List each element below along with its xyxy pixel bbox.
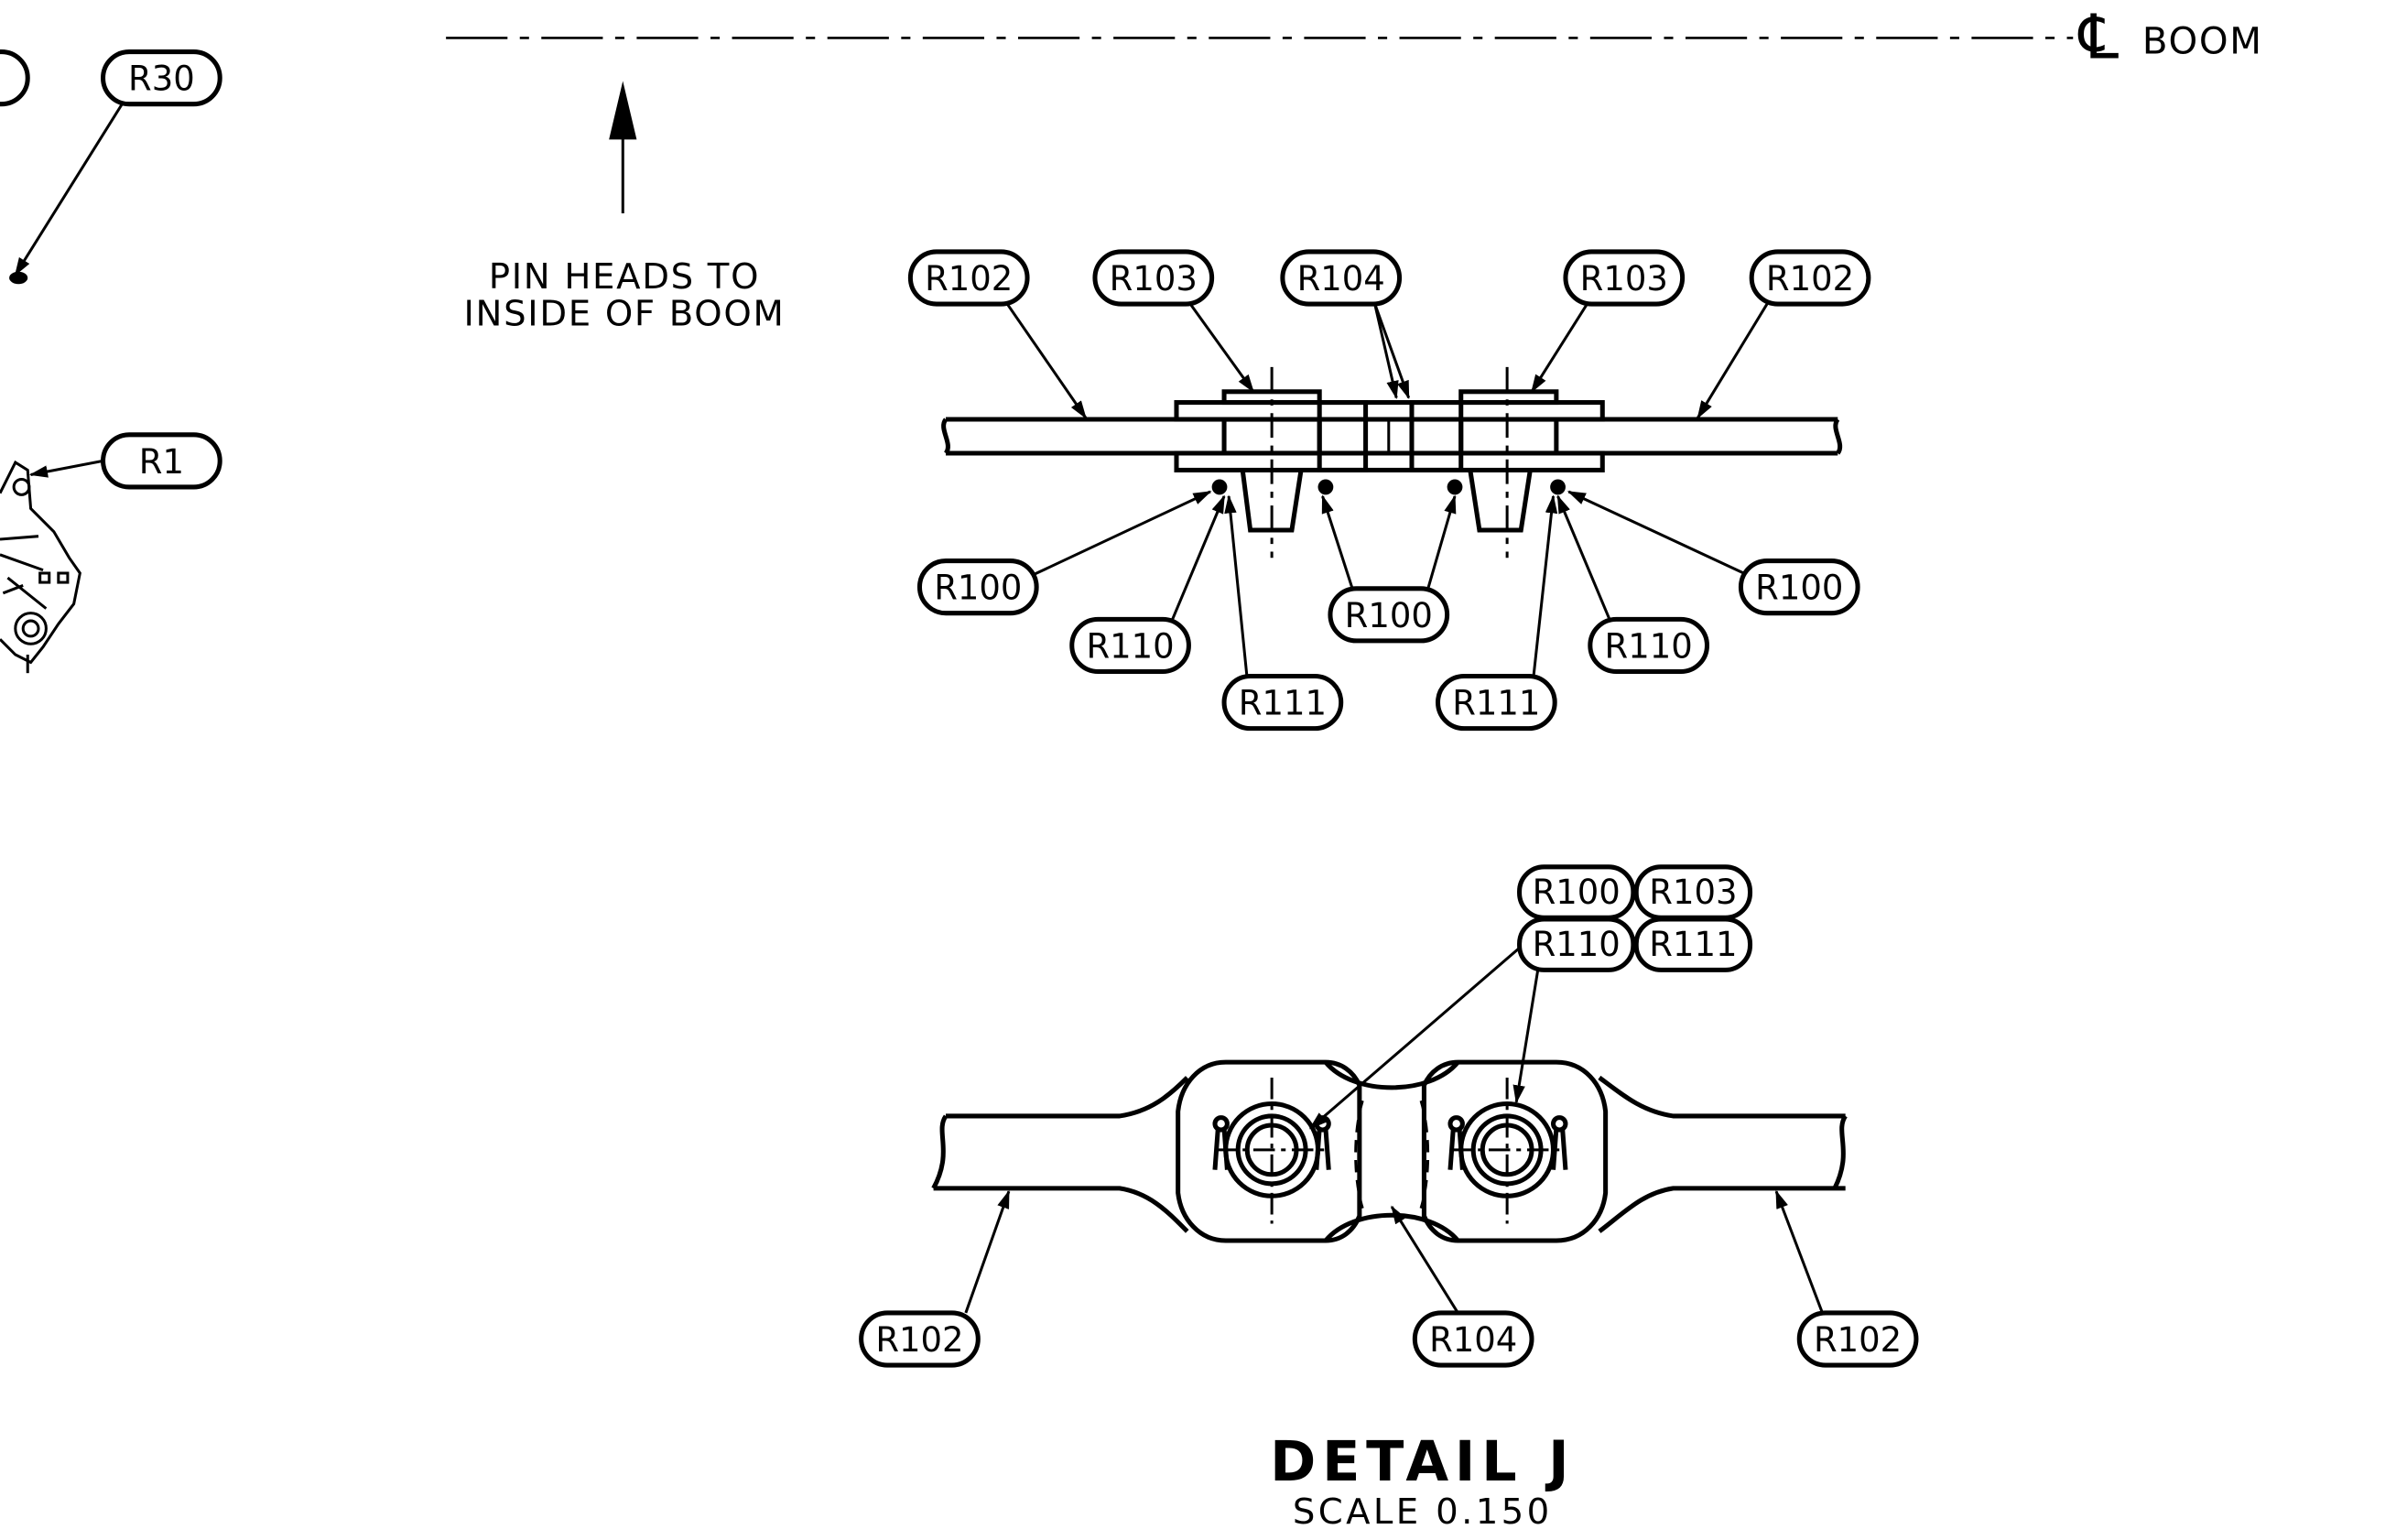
detail-title: DETAIL J bbox=[1270, 1430, 1575, 1494]
machine-fragment-icon bbox=[0, 460, 81, 674]
bubble-r103-top-left bbox=[1092, 249, 1215, 307]
bubble-r30 bbox=[101, 49, 222, 107]
bubble-r104-side bbox=[1412, 1310, 1534, 1368]
bubble-r111-side-label: R111 bbox=[1649, 925, 1737, 964]
bubble-r102-top-right bbox=[1749, 249, 1871, 307]
top-view-bubbles: R102 R103 R104 R103 R102 R100 R110 R111 … bbox=[907, 249, 1871, 732]
bubble-r100-side-label: R100 bbox=[1533, 873, 1621, 912]
bubble-r110-side-label: R110 bbox=[1533, 925, 1621, 964]
note-line-1: PIN HEADS TO bbox=[489, 256, 760, 298]
bubble-r100-far-right-label: R100 bbox=[1755, 569, 1843, 608]
bubble-r103-top-right-label: R103 bbox=[1580, 259, 1668, 298]
detail-scale: SCALE 0.150 bbox=[1293, 1491, 1553, 1533]
bubble-r102-side-right bbox=[1796, 1310, 1919, 1368]
side-view bbox=[931, 1059, 1848, 1243]
bubble-r111-left bbox=[1221, 674, 1344, 732]
pin-heads-note: PIN HEADS TO INSIDE OF BOOM bbox=[463, 81, 785, 335]
bubble-r103-top-left-label: R103 bbox=[1110, 259, 1198, 298]
note-arrow-icon bbox=[609, 81, 637, 140]
bubble-r110-right bbox=[1588, 616, 1710, 675]
bubble-r102-top-left-label: R102 bbox=[925, 259, 1013, 298]
bubble-r104-top bbox=[1280, 249, 1403, 307]
bubble-r100-far-right bbox=[1738, 559, 1860, 616]
bubble-r100-center-label: R100 bbox=[1345, 596, 1433, 635]
bubble-r102-top-left bbox=[907, 249, 1030, 307]
bubble-r102-side-left bbox=[859, 1310, 981, 1368]
bubble-r30-label: R30 bbox=[128, 60, 195, 99]
bubble-r102-side-left-label: R102 bbox=[875, 1320, 963, 1360]
bubble-r102-top-right-label: R102 bbox=[1766, 259, 1854, 298]
centerline-label: BOOM bbox=[2142, 19, 2263, 62]
centerline-symbol: ℄ bbox=[2077, 1, 2119, 72]
bubble-r110-left-label: R110 bbox=[1087, 626, 1175, 666]
bubble-r100-far-left-label: R100 bbox=[934, 569, 1022, 608]
left-partial-view: 8 R30 R1 bbox=[0, 49, 222, 674]
bubble-r1-label: R1 bbox=[139, 442, 184, 482]
bubble-r100-center bbox=[1328, 586, 1450, 644]
boom-centerline: ℄ BOOM bbox=[446, 1, 2263, 72]
bubble-r103-side-label: R103 bbox=[1649, 873, 1737, 912]
bubble-r104-top-label: R104 bbox=[1297, 259, 1385, 298]
bubble-r110-left bbox=[1069, 616, 1191, 675]
bubble-r104-side-label: R104 bbox=[1429, 1320, 1517, 1360]
bubble-r102-side-right-label: R102 bbox=[1814, 1320, 1902, 1360]
bubble-r110-side bbox=[1517, 916, 1636, 972]
bubble-r100-far-left bbox=[916, 559, 1039, 616]
note-line-2: INSIDE OF BOOM bbox=[463, 294, 785, 335]
bubble-r111-right bbox=[1436, 674, 1557, 732]
top-view bbox=[941, 366, 1843, 559]
bubble-r111-left-label: R111 bbox=[1239, 684, 1327, 723]
bubble-r111-side bbox=[1633, 916, 1753, 972]
bubble-r103-top-right bbox=[1563, 249, 1686, 307]
bubble-partial: 8 bbox=[0, 60, 2, 99]
side-view-leaders bbox=[964, 944, 1824, 1314]
bubble-r111-right-label: R111 bbox=[1452, 684, 1540, 723]
side-view-bubbles: R100 R103 R110 R111 R102 R104 R102 bbox=[859, 864, 1919, 1368]
bubble-r110-right-label: R110 bbox=[1605, 626, 1693, 666]
top-view-leaders bbox=[1005, 303, 1769, 680]
